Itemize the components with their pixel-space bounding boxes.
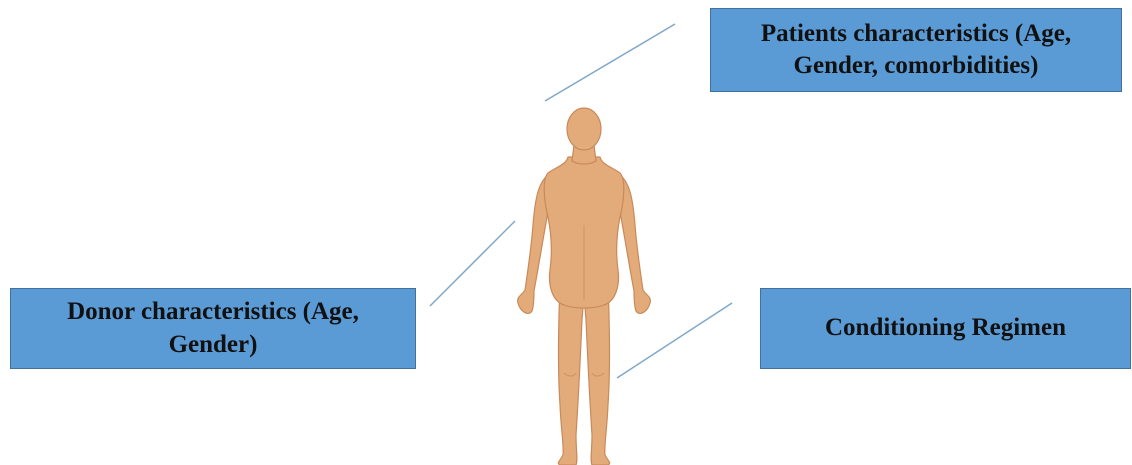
- conditioning-regimen-box: Conditioning Regimen: [760, 288, 1131, 369]
- patients-characteristics-label: Patients characteristics (Age, Gender, c…: [721, 18, 1111, 83]
- patients-characteristics-box: Patients characteristics (Age, Gender, c…: [710, 8, 1122, 92]
- connector-donor: [430, 221, 515, 306]
- connector-patients: [545, 24, 675, 101]
- donor-characteristics-box: Donor characteristics (Age, Gender): [10, 288, 416, 369]
- conditioning-regimen-label: Conditioning Regimen: [825, 312, 1066, 345]
- human-body-icon: [508, 105, 660, 465]
- donor-characteristics-label: Donor characteristics (Age, Gender): [21, 296, 405, 361]
